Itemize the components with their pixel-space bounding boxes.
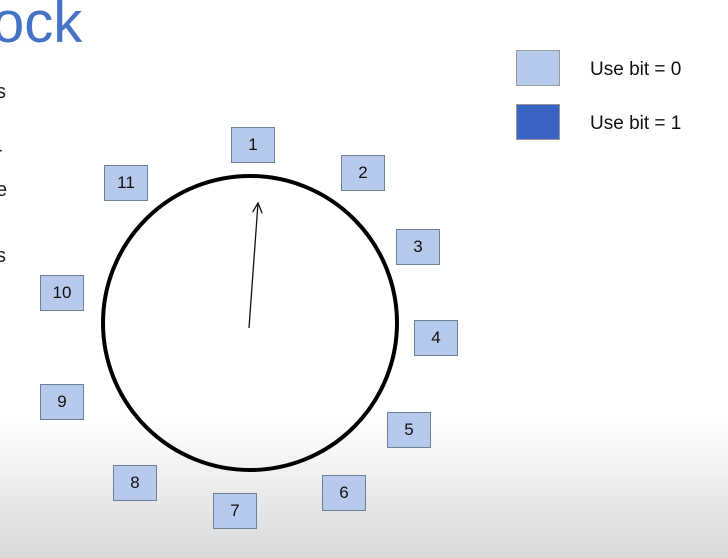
clock-hand-arrow: [248, 203, 258, 329]
text-fragment: s: [0, 81, 6, 103]
frame-10: 10: [40, 275, 84, 311]
frame-9: 9: [40, 384, 84, 420]
frame-5: 5: [387, 412, 431, 448]
frame-8: 8: [113, 465, 157, 501]
frame-1: 1: [231, 127, 275, 163]
text-fragment: s: [0, 245, 6, 267]
legend-swatch-use-bit-0: [516, 50, 560, 86]
frame-4: 4: [414, 320, 458, 356]
frame-2: 2: [341, 155, 385, 191]
clock-circle: [101, 174, 399, 472]
legend-label-use-bit-0: Use bit = 0: [590, 59, 682, 80]
text-fragment: e: [0, 179, 8, 201]
slide-title: ock: [0, 0, 83, 55]
frame-11: 11: [104, 165, 148, 201]
legend-swatch-use-bit-1: [516, 104, 560, 140]
frame-6: 6: [322, 475, 366, 511]
frame-7: 7: [213, 493, 257, 529]
text-fragment: -: [0, 140, 3, 160]
legend-label-use-bit-1: Use bit = 1: [590, 113, 682, 134]
frame-3: 3: [396, 229, 440, 265]
